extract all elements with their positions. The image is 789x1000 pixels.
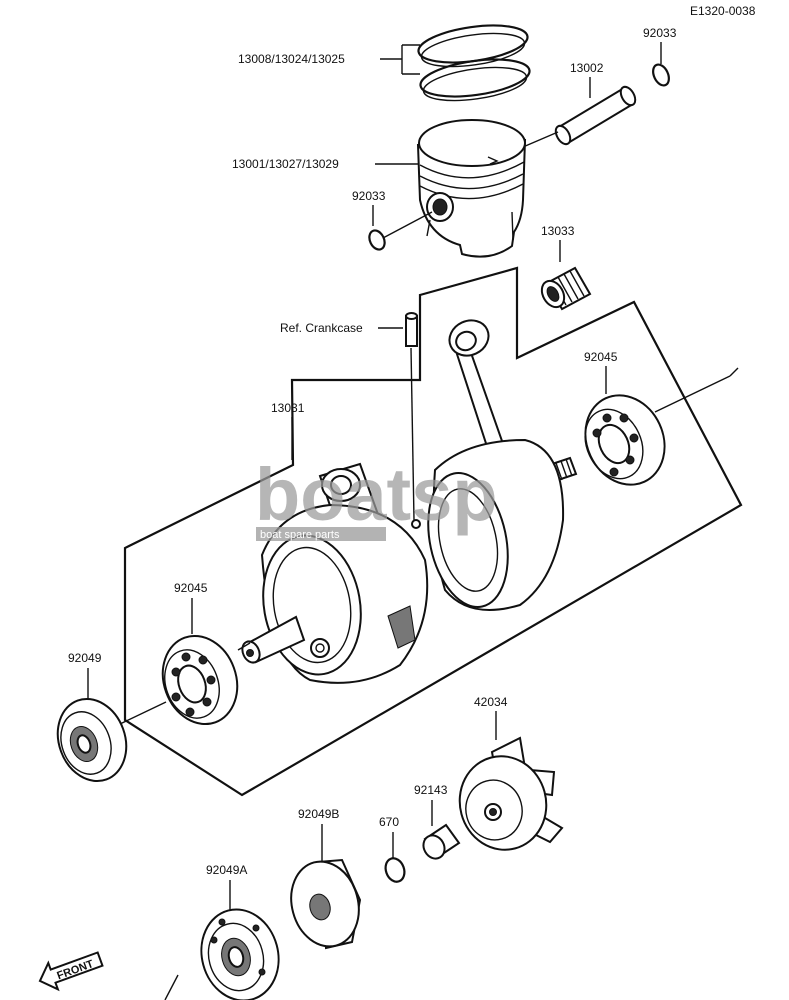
piston [416,119,527,258]
label-bearing-left: 92045 [174,581,208,595]
collar [422,823,461,860]
coupling [458,736,564,851]
assembly-boundary [123,266,743,797]
oil-seal-b [290,858,362,950]
leader-pin-axis [522,131,559,148]
circlip-left [368,229,386,251]
watermark-tagline: boat spare parts [260,529,340,541]
label-piston-pin: 13002 [570,61,604,75]
label-ref-crankcase: Ref. Crankcase [280,321,363,335]
leader-seal-axis [119,701,167,725]
leader-circlip-axis [382,211,433,239]
leader-rings [380,44,420,75]
label-piston: 13001/13027/13029 [232,157,339,171]
dowel-pin [405,312,418,521]
label-circlip-left: 92033 [352,189,386,203]
label-seal-left: 92049 [68,651,102,665]
ball-bearing-right [584,394,666,486]
label-seal-b: 92049B [298,807,339,821]
label-oring: 670 [379,815,399,829]
needle-bearing [540,266,592,311]
label-seal-a: 92049A [206,863,247,877]
ball-bearing-left [161,634,239,726]
piston-pin [554,85,637,146]
o-ring [384,857,406,883]
crankshaft [241,319,578,684]
front-arrow: FRONT [38,951,104,992]
label-crankshaft: 13031 [271,401,305,415]
label-collar: 92143 [414,783,448,797]
label-circlip-top: 92033 [643,26,677,40]
label-coupling: 42034 [474,695,508,709]
label-needle-bearing: 13033 [541,224,575,238]
piston-rings [417,24,531,102]
label-piston-rings: 13008/13024/13025 [238,52,345,66]
leader-seal-a-axis [164,974,179,1000]
oil-seal-left [56,697,128,783]
watermark-logo: boatsp boat spare parts [255,453,498,541]
drawing-code: E1320-0038 [690,4,756,18]
oil-seal-a [200,908,280,1000]
leader-right-end [729,367,739,377]
leader-left-axis [237,642,251,651]
leader-right-axis [654,375,731,413]
label-bearing-right: 92045 [584,350,618,364]
circlip-top [652,63,670,87]
watermark-text: boatsp [255,453,498,536]
